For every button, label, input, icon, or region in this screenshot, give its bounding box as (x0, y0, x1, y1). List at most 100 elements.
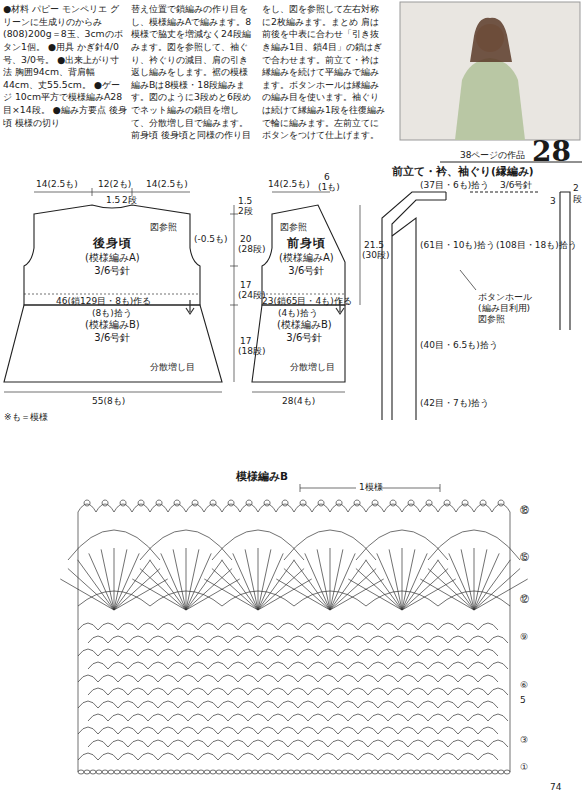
reference-note: 図参照 (280, 222, 307, 232)
dimension: 段 (573, 194, 582, 204)
dimension: 12(2も) (98, 179, 131, 189)
pickup-note: (61目・10も)拾う (420, 240, 495, 250)
dimension: 3 (550, 196, 556, 206)
chart-title: 模様編みB (236, 470, 288, 482)
stitch-stroke (78, 727, 498, 734)
panel-text: 3/6号針 (85, 331, 140, 344)
row-number: 5 (520, 695, 526, 705)
stitch-stroke (88, 740, 508, 747)
section-title: 前立て・衿、袖ぐり(縁編み) (392, 165, 534, 177)
pattern-number: 28 (532, 136, 571, 168)
dimension: 55(8も) (92, 396, 125, 406)
reference-note: 図参照 (150, 222, 177, 232)
dimension: 21.5 (364, 240, 384, 250)
dimension: 14(2.5も) (146, 179, 188, 189)
stitch-stroke (78, 675, 498, 682)
stitch-stroke (78, 512, 510, 772)
stitch-stroke (78, 500, 510, 512)
repeat-label: 1模様 (359, 482, 383, 492)
row-number: ③ (520, 735, 528, 745)
footnote: ※も＝模様 (4, 412, 48, 422)
garment-panel: (模様編みB)3/6号針 (85, 318, 140, 344)
row-number: ⑥ (520, 680, 528, 690)
band-outline (382, 192, 570, 420)
photo (400, 2, 580, 140)
stitch-stroke (78, 649, 498, 656)
row-number: ⑨ (520, 632, 528, 642)
increase-note: 分散増し目 (290, 362, 335, 372)
reference-note: 図参照 (478, 314, 505, 324)
back-body-outline (4, 205, 222, 382)
decrease-note: (-0.5も) (194, 234, 228, 244)
stitch-stroke (78, 623, 498, 630)
stitch-stroke (78, 753, 498, 760)
panel-text: 3/6号針 (279, 264, 334, 277)
panel-text: (模様編みA) (279, 251, 334, 264)
garment-panel: 後身頃(模様編みA)3/6号針 (85, 236, 140, 277)
dimension: 46(鎖129目・8も)作る (56, 296, 151, 306)
stitch-stroke (150, 591, 222, 606)
pickup-note: (40目・6.5も)拾う (420, 340, 498, 350)
note-column: ●材料 パピー モンペリエ グリーンに生成りのからみ(808)200g＝8玉、3… (3, 3, 127, 129)
garment-panel: (模様編みB)3/6号針 (277, 318, 332, 344)
panel-text: (模様編みA) (85, 251, 140, 264)
stitch-stroke (284, 530, 376, 560)
stitch-stroke (88, 714, 508, 721)
dimension: 28(4も) (282, 396, 315, 406)
stitch-stroke (88, 662, 508, 669)
panel-text: 3/6号針 (85, 264, 140, 277)
dimension: (28段) (238, 244, 265, 254)
stitch-stroke (366, 591, 438, 606)
front-body-outline (252, 205, 345, 382)
pickup-note: (4も)拾う (278, 308, 318, 318)
stitch-stroke (68, 530, 160, 560)
stitch-stroke (88, 636, 508, 643)
dimension: 14(2.5も) (36, 179, 78, 189)
dimension: 1.5 (238, 196, 252, 206)
page-ref: 38ページの作品 (460, 150, 525, 160)
photo-figure (455, 58, 525, 140)
pickup-note: (8も)拾う (92, 308, 132, 318)
stitch-stroke (212, 530, 304, 560)
stitch-stroke (294, 591, 366, 606)
stitch-stroke (78, 770, 510, 774)
note-column: をし、図を参照して左右対称に2枚編みます。まとめ 肩は前後を中表に合わせ「引き抜… (262, 3, 386, 142)
dimension: 17 (240, 336, 251, 346)
pickup-note: (37目・6も)拾う (420, 180, 489, 190)
buttonhole-label: ボタンホール (478, 292, 532, 302)
dimension: (18段) (238, 346, 265, 356)
note-column: 替え位置で鎖編みの作り目をし、模様編みAで編みます。8模様で脇丈を増減なく24段… (131, 3, 255, 142)
stitch-stroke (428, 530, 520, 560)
dimension: 2段 (122, 195, 137, 205)
panel-text: 3/6号針 (277, 331, 332, 344)
row-number: ⑫ (520, 594, 529, 604)
increase-note: 分散増し目 (150, 362, 195, 372)
dimension: 23(鎖65目・4も)作る (262, 296, 352, 306)
dimension: 20 (240, 234, 251, 244)
panel-text: 前身頃 (279, 236, 334, 251)
stitch-stroke (438, 591, 510, 606)
page-number: 74 (550, 782, 561, 792)
stitch-stroke (420, 548, 527, 610)
pickup-note: (42目・7も)拾う (420, 398, 489, 408)
row-number: ⑮ (520, 552, 529, 562)
dimension-lines (4, 188, 360, 392)
panel-text: 後身頃 (85, 236, 140, 251)
row-number: ⑱ (520, 505, 529, 515)
dimension: 2 (573, 183, 579, 193)
stitch-stroke (140, 530, 232, 560)
buttonhole-label: (編み目利用) (478, 303, 530, 313)
panel-text: (模様編みB) (277, 318, 332, 331)
panel-text: (模様編みB) (85, 318, 140, 331)
pickup-note: (108目・18も)拾う (496, 240, 577, 250)
dimension: (24段) (238, 290, 265, 300)
dimension: (1も) (318, 182, 340, 192)
dimension: 17 (240, 280, 251, 290)
stitch-chart (60, 500, 527, 774)
dimension: 14(2.5も) (268, 179, 310, 189)
needle-size: 3/6号針 (500, 180, 532, 190)
stitch-stroke (78, 701, 498, 708)
photo-hair (470, 18, 512, 62)
dimension: 6 (324, 172, 330, 182)
